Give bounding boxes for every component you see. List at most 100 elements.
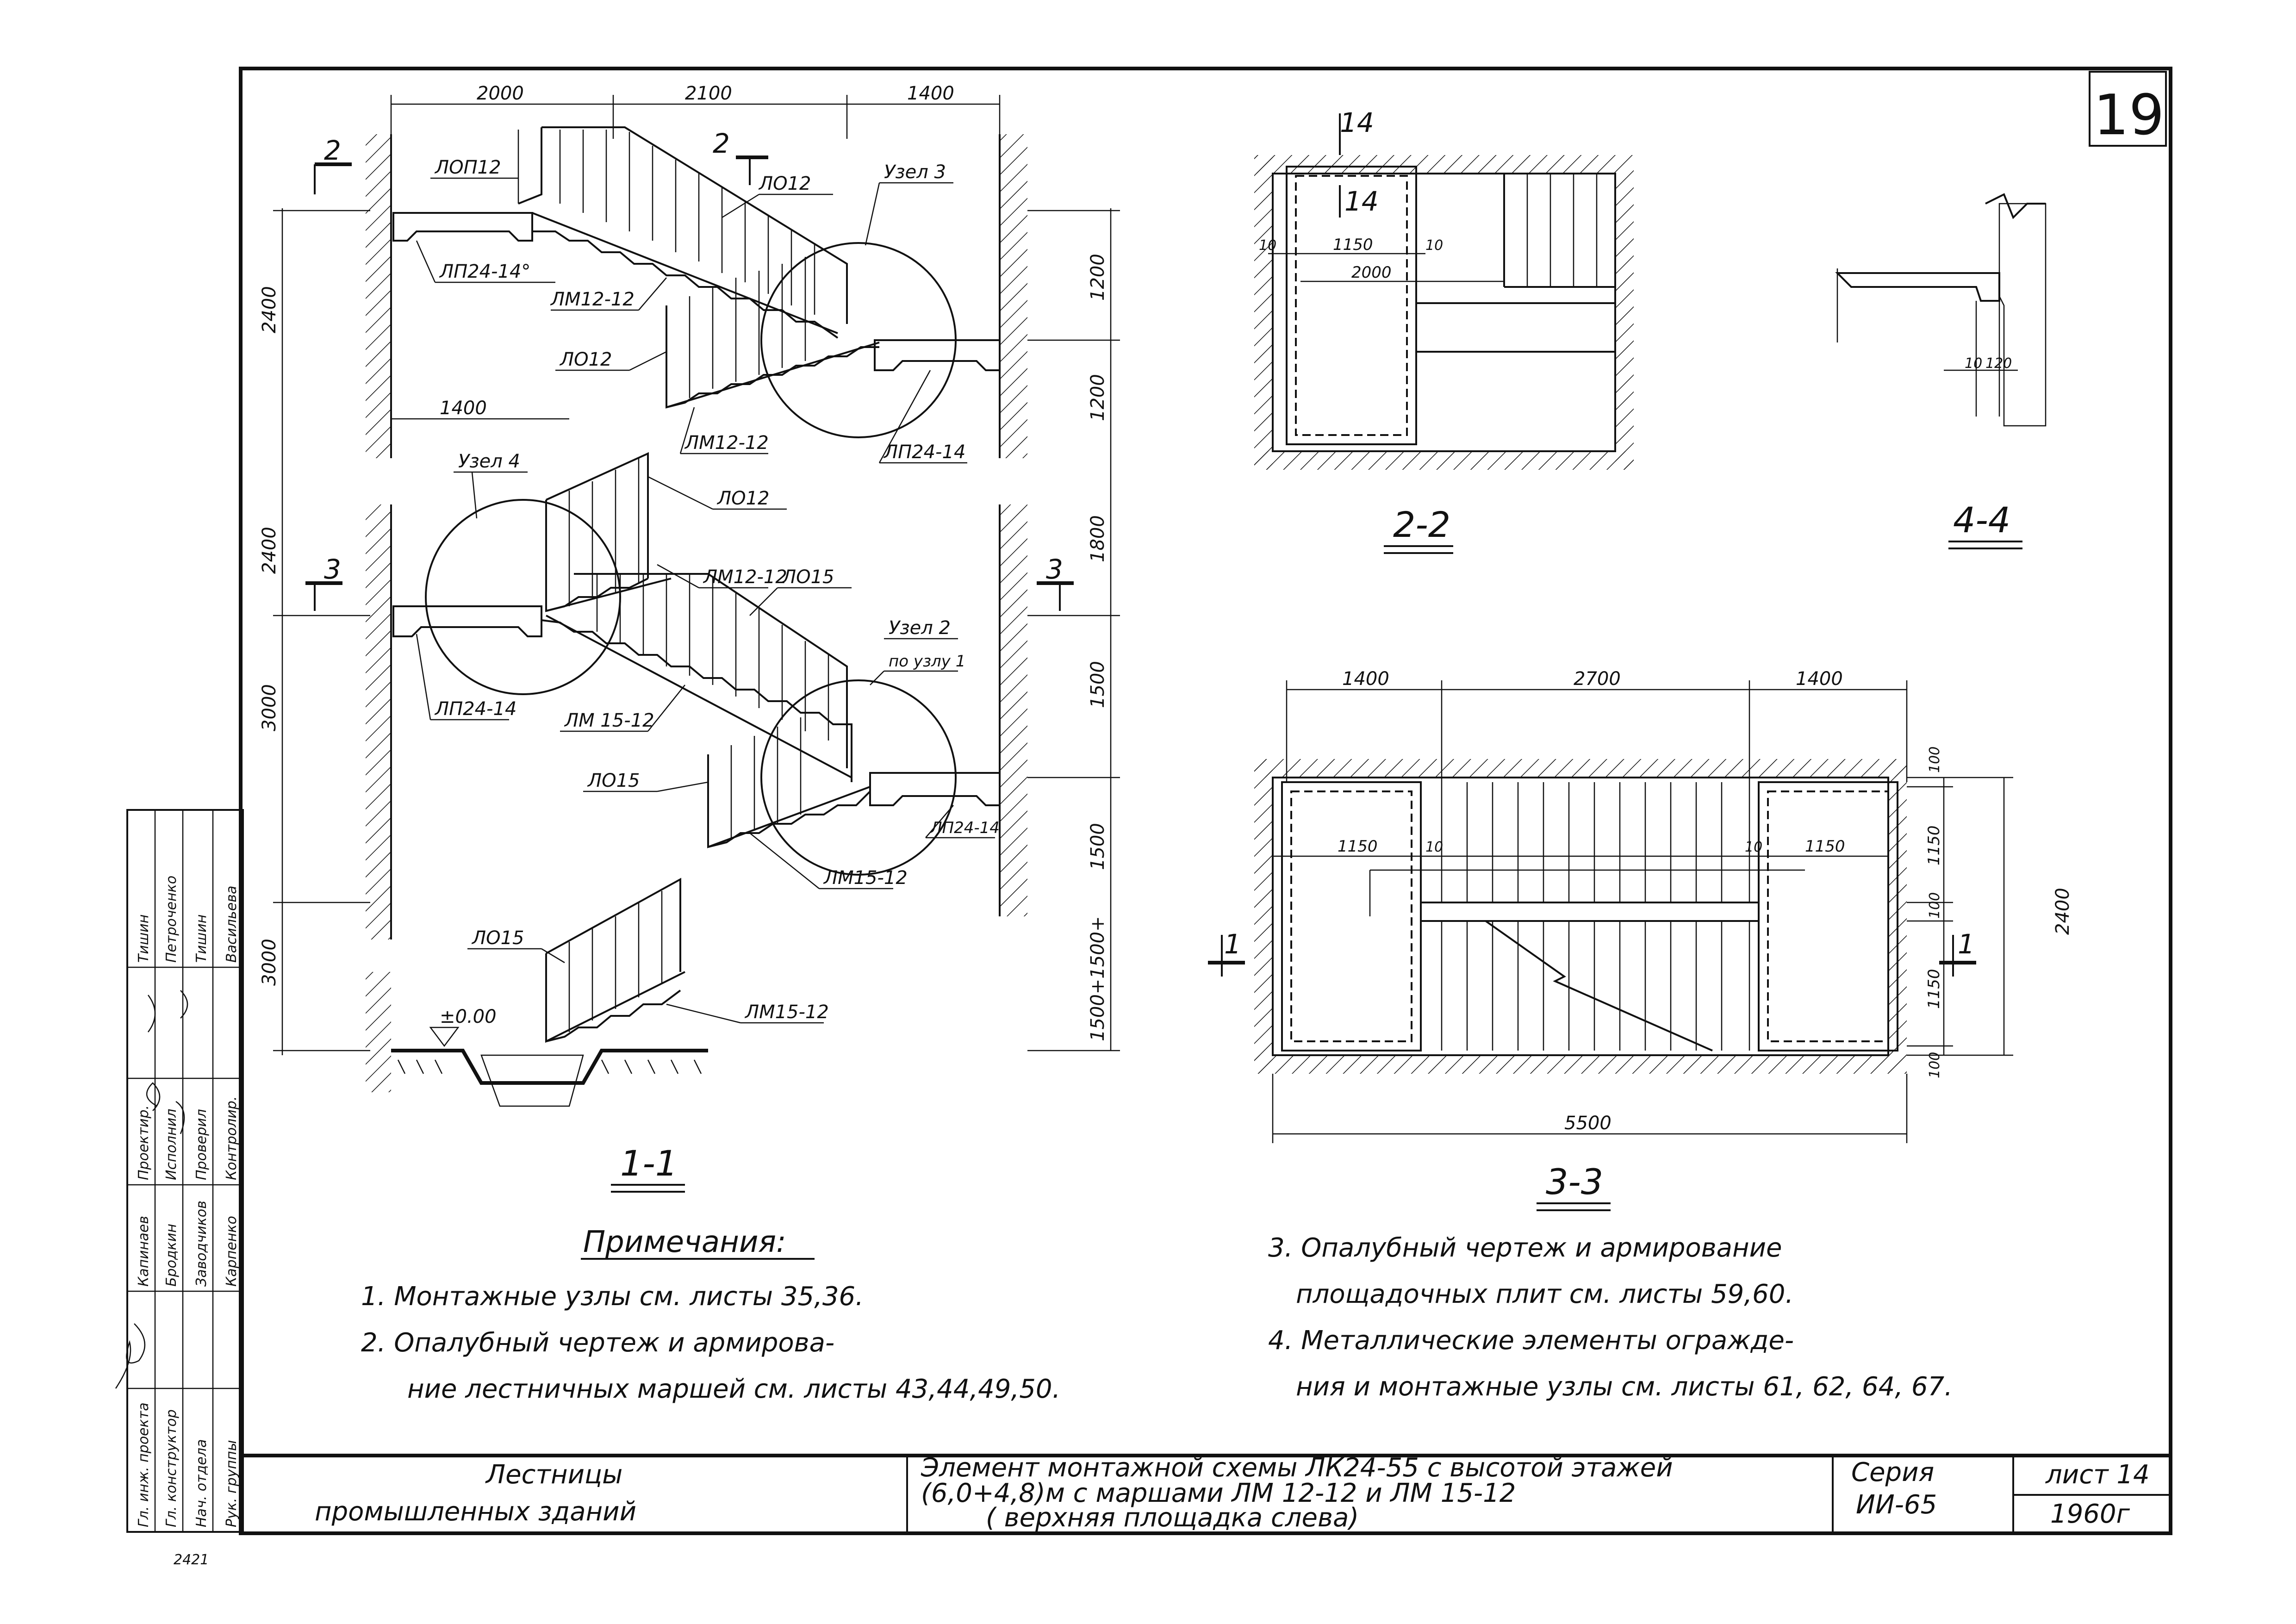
slab-4-4 — [1835, 272, 2000, 302]
label-lo12-top: ЛО12 — [758, 173, 811, 194]
dim-2-2-1150: 1150 — [1333, 236, 1373, 254]
dim-3-3-1400-a: 1400 — [1342, 668, 1389, 690]
landing-3-3-right — [1758, 781, 1898, 1052]
dim-top-2100: 2100 — [685, 83, 732, 104]
desc-line3: ( верхняя площадка слева) — [986, 1503, 1359, 1533]
cut-mark-1-left: 1 — [1208, 928, 1245, 977]
bottom-flight — [545, 877, 685, 1043]
small-2-2-b: 10 — [1425, 237, 1443, 254]
small-4-4-b: 120 — [1985, 355, 2012, 372]
stamp-role-1: Гл. инж. проекта — [136, 1402, 152, 1527]
label-lop12: ЛОП12 — [434, 157, 501, 178]
cut-14-top: 14 — [1340, 107, 1374, 138]
series-value: ИИ-65 — [1856, 1490, 1937, 1520]
stamp-pos-3: Проверил — [193, 1109, 210, 1180]
node2-circle — [760, 679, 957, 876]
note-1: 1. Монтажные узлы см. листы 35,36. — [361, 1282, 864, 1312]
cut-mark-3-left: 3 — [305, 554, 342, 611]
stamp-pos-1: Проектир. — [136, 1105, 152, 1180]
sheet-number: 19 — [2094, 83, 2165, 148]
stamp-name-b3: Тишин — [193, 915, 210, 963]
stamp-pos-2: Исполнил — [163, 1109, 180, 1180]
section-4-4-title: 4-4 — [1953, 499, 2010, 541]
fifth-flight — [707, 717, 871, 848]
foundation-fill — [480, 1054, 584, 1107]
series-label: Серия — [1851, 1457, 1934, 1487]
dim-3-3-2400: 2400 — [2052, 888, 2073, 935]
node3-circle — [760, 242, 957, 438]
svg-text:3: 3 — [1046, 554, 1063, 585]
flight-steps-3-3 — [1441, 782, 1750, 1051]
dim-right-1500-a: 1500 — [1087, 661, 1108, 708]
label-node2-sub: по узлу 1 — [889, 652, 965, 671]
label-lp24-14-c: ЛП24-14 — [929, 819, 1000, 837]
cut-mark-2-mid: 2 — [713, 128, 768, 185]
section-1-1: 2000 2100 1400 2400 2400 3000 3000 1200 … — [259, 83, 1120, 1193]
desc-line1: Элемент монтажной схемы ЛК24-55 с высото… — [921, 1453, 1673, 1483]
dim-2-2-2000: 2000 — [1351, 263, 1392, 282]
inner-3-3-1150-b: 1150 — [1805, 837, 1845, 856]
dim-3-3-r-100-b: 100 — [1927, 892, 1943, 919]
stamp-role-4: Рук. группы — [224, 1440, 240, 1527]
stamp-pos-4: Контролир. — [224, 1096, 240, 1180]
inner-3-3-10-a: 10 — [1425, 839, 1443, 855]
dim-top-1400: 1400 — [907, 83, 954, 104]
landing-left-mid — [392, 605, 542, 637]
landing-plate-2-2 — [1286, 166, 1417, 445]
bottom-left-code: 2421 — [174, 1552, 209, 1568]
approval-stamp: Гл. инж. проекта Гл. конструктор Нач. от… — [115, 809, 244, 1533]
svg-text:2: 2 — [324, 135, 341, 166]
dim-3-3-r-1150-b: 1150 — [1925, 969, 1943, 1009]
label-lm15-12-a: ЛМ 15-12 — [564, 710, 654, 731]
upper-landing-slab — [392, 212, 533, 242]
svg-text:2: 2 — [713, 128, 730, 159]
label-node2: Узел 2 — [889, 617, 951, 639]
title-block: Лестницы промышленных зданий Элемент мон… — [239, 1453, 2172, 1535]
section-4-4: 10 120 4-4 — [1835, 193, 2047, 549]
section-3-3-title: 3-3 — [1546, 1161, 1603, 1202]
cut-14-inner: 14 — [1344, 186, 1379, 217]
stamp-name-a2: Бродкин — [163, 1224, 180, 1287]
label-node4: Узел 4 — [458, 451, 520, 472]
label-lp24-14-b: ЛП24-14 — [434, 698, 516, 720]
section-2-2-outline — [1272, 173, 1616, 452]
inner-3-3-1150-a: 1150 — [1338, 837, 1378, 856]
object-line1: Лестницы — [485, 1460, 622, 1490]
label-lo15-a: ЛО15 — [781, 566, 834, 588]
dim-left-2400-a: 2400 — [259, 286, 280, 333]
right-wall-mid — [1000, 504, 1027, 916]
note-2b: ние лестничных маршей см. листы 43,44,49… — [407, 1374, 1060, 1404]
dim-right-1500-sum: 1500+1500+ — [1087, 916, 1108, 1041]
label-lo15-c: ЛО15 — [471, 927, 524, 949]
dim-left-2400-b: 2400 — [259, 527, 280, 574]
label-lp24-14o: ЛП24-14° — [439, 261, 530, 282]
label-lm15-12-b: ЛМ15-12 — [823, 867, 908, 889]
stamp-name-b4: Васильева — [224, 886, 240, 963]
year: 1960г — [2050, 1499, 2130, 1529]
label-node3: Узел 3 — [884, 162, 946, 183]
inner-3-3-10-b: 10 — [1745, 839, 1762, 855]
stamp-name-a4: Карпенко — [224, 1216, 240, 1287]
note-2a: 2. Опалубный чертеж и армирова- — [361, 1328, 834, 1358]
stamp-name-b2: Петроченко — [163, 876, 180, 963]
label-lp24-14-a: ЛП24-14 — [883, 442, 965, 463]
note-3b: площадочных плит см. листы 59,60. — [1296, 1279, 1793, 1309]
landing-right-1 — [874, 339, 1001, 371]
small-4-4-a: 10 — [1965, 355, 1982, 372]
landing-right-2 — [869, 772, 1001, 806]
label-lm12-12-c: ЛМ12-12 — [703, 566, 787, 588]
dim-right-1200-b: 1200 — [1087, 374, 1108, 421]
label-lm12-12-b: ЛМ12-12 — [684, 432, 769, 454]
stamp-role-3: Нач. отдела — [193, 1439, 210, 1527]
ground-hatch — [397, 1059, 702, 1074]
dim-right-1500-b: 1500 — [1087, 823, 1108, 870]
left-wall-mid — [366, 504, 391, 940]
cut-mark-1-right: 1 — [1939, 928, 1976, 977]
label-lo15-b: ЛО15 — [587, 770, 640, 791]
svg-text:1: 1 — [1958, 928, 1975, 960]
note-3a: 3. Опалубный чертеж и армирование — [1268, 1233, 1782, 1263]
fourth-flight — [541, 573, 852, 782]
stamp-role-2: Гл. конструктор — [163, 1409, 180, 1527]
dim-3-3-r-100-a: 100 — [1927, 747, 1943, 773]
